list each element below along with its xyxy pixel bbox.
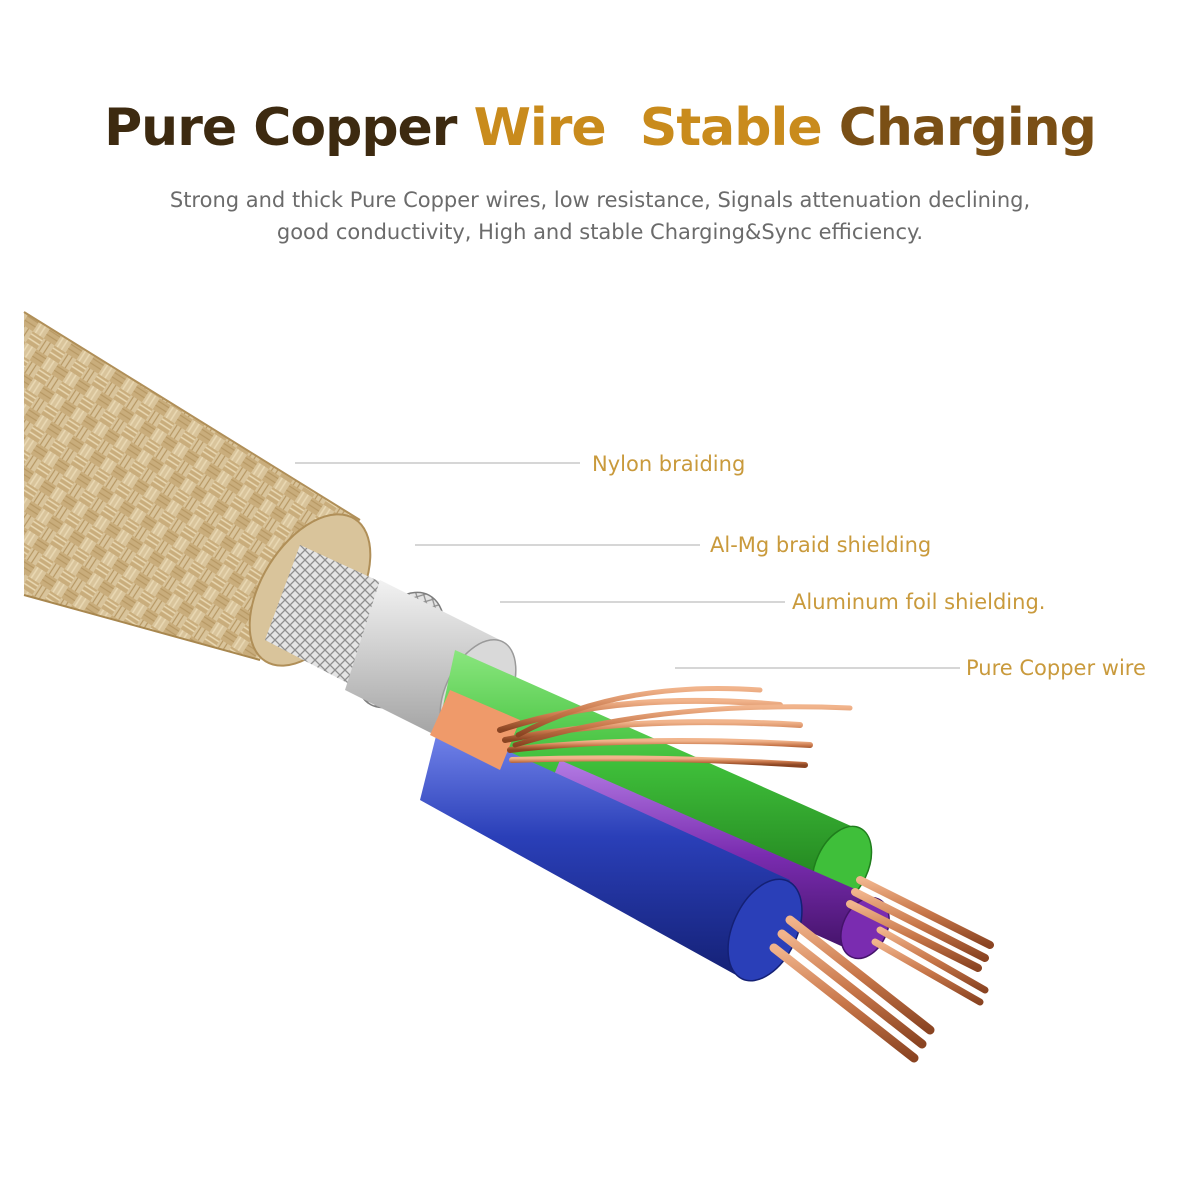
callout-aluminum-foil-shielding: Aluminum foil shielding. xyxy=(500,590,1045,614)
callout-label-al-mg-braid-shielding: Al-Mg braid shielding xyxy=(710,533,931,557)
headline-part-stable: Stable xyxy=(639,98,839,158)
callout-pure-copper-wire: Pure Copper wire xyxy=(675,656,1146,680)
headline-part-charging: Charging xyxy=(838,98,1097,158)
headline: Pure Copper Wire Stable Charging xyxy=(0,98,1200,158)
green-wire xyxy=(440,650,860,900)
subtitle-line-2: good conductivity, High and stable Charg… xyxy=(276,220,924,244)
callout-label-aluminum-foil-shielding: Aluminum foil shielding. xyxy=(792,590,1045,614)
callout-label-pure-copper-wire: Pure Copper wire xyxy=(966,656,1146,680)
headline-part-pure-copper: Pure Copper xyxy=(104,98,474,158)
inner-wires xyxy=(420,650,890,982)
callout-label-nylon-braiding: Nylon braiding xyxy=(592,452,745,476)
headline-part-wire: Wire xyxy=(473,98,607,158)
callout-al-mg-braid-shielding: Al-Mg braid shielding xyxy=(415,533,931,557)
copper-strands xyxy=(497,686,994,1063)
blue-wire xyxy=(420,720,790,980)
callouts: Nylon braiding Al-Mg braid shielding Alu… xyxy=(295,452,1146,680)
callout-nylon-braiding: Nylon braiding xyxy=(295,452,745,476)
subtitle-line-1: Strong and thick Pure Copper wires, low … xyxy=(169,188,1031,212)
